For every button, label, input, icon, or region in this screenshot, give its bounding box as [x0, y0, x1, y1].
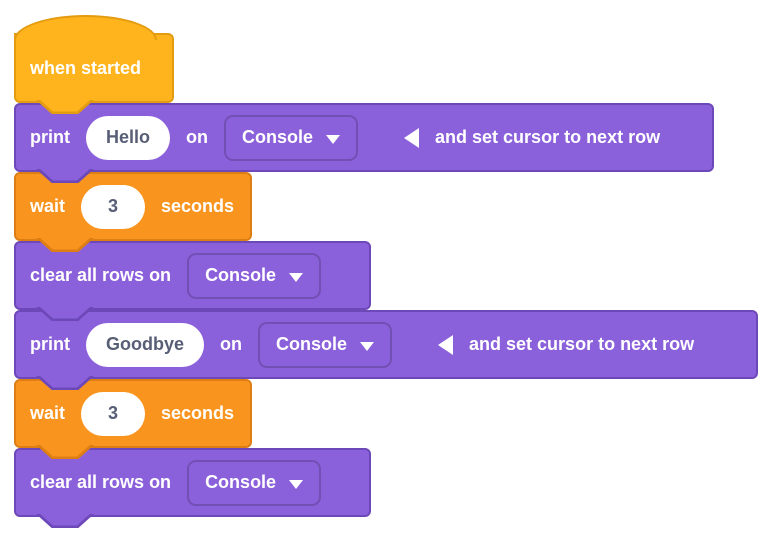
block-clear-rows[interactable]: clear all rows on Console — [14, 448, 371, 528]
block-label: wait — [30, 196, 66, 216]
chevron-down-icon — [326, 134, 341, 144]
chevron-down-icon — [360, 341, 375, 351]
block-label: and set cursor to next row — [435, 127, 661, 147]
block-connector-tab — [36, 445, 94, 459]
block-label: clear all rows on — [30, 265, 172, 285]
block-label: seconds — [161, 196, 235, 216]
console-dropdown[interactable]: Console — [187, 252, 322, 299]
collapse-arrow-icon[interactable] — [438, 334, 454, 355]
block-wait-seconds[interactable]: wait 3 seconds — [14, 172, 252, 252]
dropdown-label: Console — [205, 472, 277, 492]
block-wait-seconds[interactable]: wait 3 seconds — [14, 379, 252, 459]
number-input[interactable]: 3 — [81, 184, 146, 229]
text-input[interactable]: Goodbye — [86, 322, 205, 367]
block-label: and set cursor to next row — [469, 334, 695, 354]
block-print-hello[interactable]: print Hello on Console and set cursor to… — [14, 103, 714, 183]
collapse-arrow-icon[interactable] — [404, 127, 420, 148]
block-clear-rows[interactable]: clear all rows on Console — [14, 241, 371, 321]
block-label: wait — [30, 403, 66, 423]
block-label: seconds — [161, 403, 235, 423]
block-label: clear all rows on — [30, 472, 172, 492]
block-connector-tab — [36, 169, 94, 183]
block-when-started[interactable]: when started — [14, 15, 174, 114]
block-connector-tab — [36, 100, 94, 114]
block-print-goodbye[interactable]: print Goodbye on Console and set cursor … — [14, 310, 758, 390]
chevron-down-icon — [289, 272, 304, 282]
chevron-down-icon — [289, 479, 304, 489]
console-dropdown[interactable]: Console — [187, 459, 322, 506]
number-input[interactable]: 3 — [81, 391, 146, 436]
block-connector-tab — [36, 307, 94, 321]
console-dropdown[interactable]: Console — [224, 114, 359, 161]
block-label: on — [186, 127, 209, 147]
console-dropdown[interactable]: Console — [258, 321, 393, 368]
block-connector-tab — [36, 238, 94, 252]
block-connector-tab — [36, 514, 94, 528]
dropdown-label: Console — [276, 334, 348, 354]
dropdown-label: Console — [205, 265, 277, 285]
text-input[interactable]: Hello — [86, 115, 171, 160]
block-connector-tab — [36, 376, 94, 390]
block-label: on — [220, 334, 243, 354]
block-label: print — [30, 127, 70, 147]
dropdown-label: Console — [242, 127, 314, 147]
block-label: print — [30, 334, 70, 354]
hat-dome — [14, 15, 157, 43]
block-label: when started — [30, 57, 142, 78]
